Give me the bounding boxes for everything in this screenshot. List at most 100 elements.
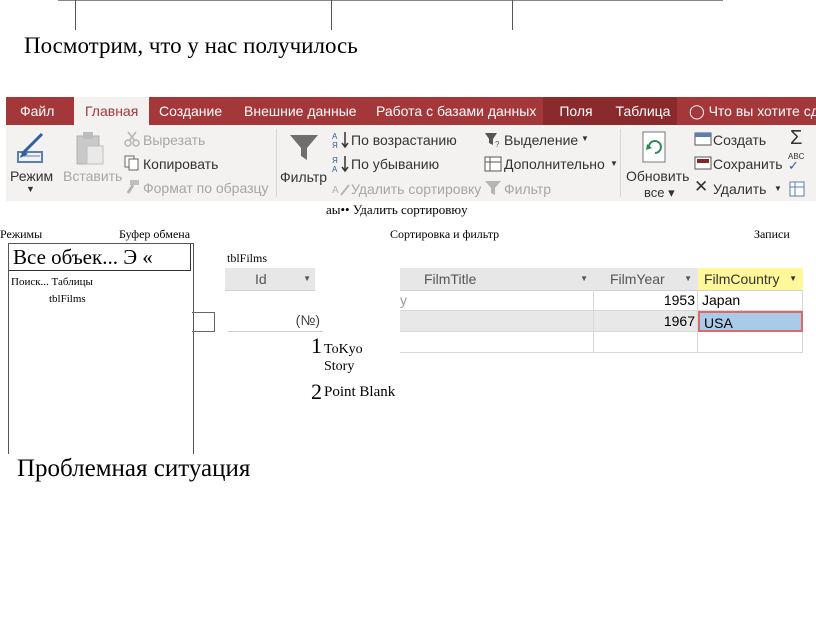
- id-header-dropdown-icon[interactable]: ▼: [303, 274, 311, 283]
- delete-icon: ✕: [694, 177, 709, 196]
- nav-pane-header[interactable]: Все объек... Э «: [9, 244, 191, 271]
- top-tick-1: [75, 0, 76, 30]
- svg-text:А: А: [332, 165, 338, 173]
- svg-text:А: А: [332, 185, 339, 196]
- ribbon-home: Режим ▼ Вставить Вырезать Копировать Фор…: [6, 125, 816, 201]
- new-row-filmcountry-cell[interactable]: [698, 332, 803, 353]
- row1-title-line2: Story: [324, 359, 355, 374]
- row2-title: Point Blank: [324, 384, 396, 400]
- new-row-filmyear-cell[interactable]: [594, 332, 698, 353]
- filmcountry-dropdown-icon[interactable]: ▼: [789, 274, 797, 283]
- paste-icon: [76, 132, 104, 165]
- column-header-filmtitle[interactable]: FilmTitle ▼: [400, 268, 595, 291]
- filmyear-header-label: FilmYear: [610, 271, 665, 287]
- selection-dropdown-icon[interactable]: ▼: [581, 134, 589, 143]
- refresh-button[interactable]: Обновить: [626, 168, 690, 184]
- row1-id: 1: [311, 333, 322, 358]
- row1-filmcountry-cell[interactable]: Japan: [698, 290, 803, 311]
- row2-filmyear-cell[interactable]: 1967: [594, 311, 698, 332]
- column-header-filmcountry[interactable]: FilmCountry ▼: [698, 268, 803, 291]
- autonumber-placeholder: (№): [295, 312, 320, 328]
- column-header-filmyear[interactable]: FilmYear ▼: [594, 268, 699, 291]
- more-records-icon[interactable]: [789, 181, 805, 197]
- delete-dropdown-icon[interactable]: ▼: [774, 184, 782, 193]
- nav-item-tblfilms[interactable]: tblFilms: [49, 293, 86, 305]
- tab-table[interactable]: Таблица: [609, 97, 677, 125]
- svg-text:?: ?: [495, 140, 500, 149]
- cut-button[interactable]: Вырезать: [143, 132, 206, 148]
- id-new-row-cell[interactable]: (№): [228, 310, 323, 332]
- row1-filmyear-cell[interactable]: 1953: [594, 290, 698, 311]
- save-record-icon: [694, 156, 712, 170]
- filmtitle-header-label: FilmTitle: [424, 271, 477, 287]
- advanced-button[interactable]: Дополнительно: [504, 156, 605, 172]
- ribbon-tab-bar: Файл Главная Создание Внешние данные Раб…: [6, 97, 816, 125]
- table-tab-label[interactable]: tblFilms: [227, 251, 268, 265]
- save-record-button[interactable]: Сохранить: [713, 156, 783, 172]
- advanced-filter-icon: [484, 156, 502, 172]
- ribbon-separator: [276, 129, 277, 197]
- lightbulb-icon: ◯: [689, 103, 705, 119]
- filmcountry-header-label: FilmCountry: [704, 271, 780, 287]
- group-sort-filter-label: Сортировка и фильтр: [390, 227, 500, 241]
- filmtitle-dropdown-icon[interactable]: ▼: [580, 274, 588, 283]
- view-button[interactable]: Режим: [10, 168, 54, 184]
- copy-button[interactable]: Копировать: [143, 156, 219, 172]
- sort-ascending-button[interactable]: По возрастанию: [351, 132, 457, 148]
- new-row-filmtitle-cell[interactable]: [400, 332, 594, 353]
- tab-create[interactable]: Создание: [159, 103, 223, 119]
- id-header-label: Id: [255, 271, 267, 287]
- delete-record-button[interactable]: Удалить: [713, 181, 767, 197]
- refresh-sub-label[interactable]: все ▾: [644, 185, 675, 200]
- top-tick-2: [331, 0, 332, 30]
- row2-id: 2: [311, 379, 322, 404]
- top-tick-3: [512, 0, 513, 30]
- format-painter-button[interactable]: Формат по образцу: [143, 180, 269, 196]
- refresh-icon: [642, 131, 666, 163]
- tab-home[interactable]: Главная: [74, 97, 150, 125]
- refresh-sub-text: все: [644, 185, 665, 200]
- navigation-pane: Все объек... Э « Поиск... Таблицы tblFil…: [8, 243, 194, 454]
- scissors-icon: [124, 131, 140, 147]
- sort-ascending-icon: А Я: [332, 132, 349, 149]
- group-records-label: Записи: [754, 227, 790, 241]
- record-selector-box[interactable]: [192, 312, 215, 332]
- advanced-dropdown-icon[interactable]: ▼: [610, 159, 618, 168]
- svg-text:А: А: [332, 132, 338, 141]
- selection-button[interactable]: Выделение: [504, 132, 579, 148]
- tab-external-data[interactable]: Внешние данные: [244, 103, 357, 119]
- remove-sort-caption: аы•• Удалить сортировюу: [326, 202, 468, 217]
- copy-icon: [124, 155, 139, 171]
- tab-file[interactable]: Файл: [20, 103, 55, 119]
- filter-button[interactable]: Фильтр: [280, 169, 328, 185]
- view-dropdown-icon[interactable]: ▼: [26, 184, 35, 194]
- tab-database-tools[interactable]: Работа с базами данных: [376, 103, 537, 119]
- tell-me-text: Что вы хотите сд: [708, 103, 816, 119]
- slide-subtitle: Проблемная ситуация: [17, 455, 251, 482]
- nav-search-box[interactable]: Поиск... Таблицы: [11, 276, 93, 288]
- spelling-icon[interactable]: ABC✓: [788, 152, 805, 173]
- svg-text:Я: Я: [332, 141, 338, 149]
- new-record-button[interactable]: Создать: [713, 132, 767, 148]
- group-views-label: Режимы: [0, 227, 43, 241]
- row2-filmcountry-cell[interactable]: USA: [698, 311, 803, 332]
- filmyear-dropdown-icon[interactable]: ▼: [684, 274, 692, 283]
- tell-me-box[interactable]: ◯ Что вы хотите сд: [677, 97, 816, 125]
- svg-text:Я: Я: [332, 156, 338, 165]
- row1-title-line1: ToKyo: [324, 342, 363, 357]
- remove-sort-button[interactable]: Удалить сортировку: [351, 181, 482, 197]
- toggle-filter-button[interactable]: Фильтр: [504, 181, 552, 197]
- sort-descending-icon: Я А: [332, 156, 349, 173]
- tab-fields[interactable]: Поля: [543, 97, 609, 125]
- row1-filmtitle-cell[interactable]: y: [400, 290, 594, 311]
- view-icon: [17, 132, 44, 163]
- id-column-header[interactable]: Id ▼: [225, 268, 315, 291]
- sort-descending-button[interactable]: По убыванию: [351, 156, 440, 172]
- paste-button[interactable]: Вставить: [63, 168, 123, 184]
- totals-icon[interactable]: Σ: [790, 127, 803, 149]
- remove-sort-icon: А: [332, 184, 350, 196]
- truncated-title-text: y: [400, 292, 407, 308]
- row2-filmtitle-cell[interactable]: [400, 311, 594, 332]
- filter-icon: [290, 135, 318, 160]
- slide-title: Посмотрим, что у нас получилось: [24, 33, 358, 58]
